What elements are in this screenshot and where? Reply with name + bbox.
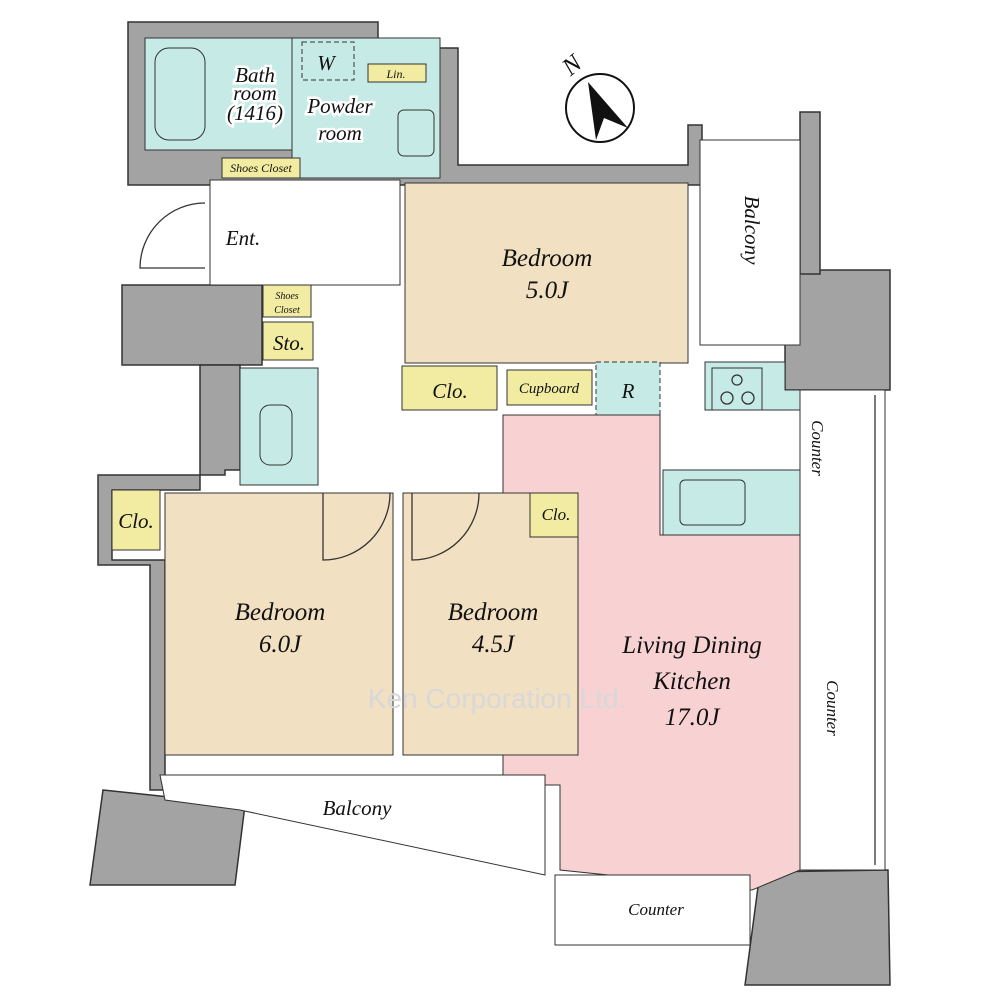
wall-block-southeast [744,869,891,986]
wall-east-post [799,111,821,275]
bathroom-label-3: (1416) [227,101,283,125]
linen-label: Lin. [385,67,405,81]
closet-west [111,489,161,551]
washer-label: W [317,51,337,75]
balcony-south-label: Balcony [323,796,392,820]
washer-space [301,41,355,81]
bedroom-west [164,492,394,756]
closet-north [401,365,498,411]
wall-block-west [121,284,263,366]
linen-closet [367,63,427,83]
compass-north-label: N [556,49,588,82]
kitchen-sink-icon [679,479,746,526]
wall-block-east [784,269,891,391]
entrance-door-icon [139,202,206,269]
bedroom-west-size: 6.0J [259,631,303,658]
bathtub-icon [154,47,206,141]
bathroom-label-2: room [233,81,277,105]
bathroom-label-1: Bath [235,63,275,87]
cupboard [506,369,593,406]
compass-icon: N [556,49,635,143]
toilet-icon [259,404,293,466]
powder-room-label-1: Powder [306,94,373,118]
ldk-label-3: 17.0J [665,704,722,731]
bedroom-middle-name: Bedroom [448,599,539,626]
cupboard-label: Cupboard [519,381,580,397]
bedroom-middle-size: 4.5J [472,631,516,658]
counter-east-label: Counter [823,680,842,736]
ldk-label-2: Kitchen [652,668,731,695]
entrance-label: Ent. [225,226,260,250]
watermark: Ken Corporation Ltd. [368,683,626,714]
balcony-east-label: Balcony [740,196,764,265]
storage-closet [262,321,314,361]
door-icon-bedroom-middle [411,492,480,561]
closet-west-label: Clo. [118,509,154,533]
counter-south-label: Counter [628,900,684,919]
storage-label: Sto. [273,331,305,355]
balcony-east [699,139,801,346]
kitchen-counter-label: Counter [808,420,827,476]
refrigerator-label: R [621,379,635,403]
bedroom-north-size: 5.0J [526,277,570,304]
shoes-closet-top [221,157,301,179]
shoes-closet-side [262,284,312,318]
bedroom-west-name: Bedroom [235,599,326,626]
closet-middle-label: Clo. [542,505,571,524]
closet-north-label: Clo. [432,379,468,403]
closet-middle [529,492,579,538]
counter-east [799,389,886,871]
bedroom-north [404,182,689,364]
shoes-closet-top-label: Shoes Closet [230,161,292,175]
bedroom-north-name: Bedroom [502,245,593,272]
ldk-label-1: Living Dining [621,632,762,659]
stove-icon [711,367,763,411]
refrigerator-space [595,361,661,419]
shoes-closet-side-label-1: Shoes [275,291,298,302]
powder-room-label-2: room [318,121,362,145]
balcony-south [159,774,546,876]
door-icon-bedroom-west [322,492,391,561]
shoes-closet-side-label-2: Closet [274,305,300,316]
sink-icon [397,109,435,157]
counter-south [554,874,751,946]
